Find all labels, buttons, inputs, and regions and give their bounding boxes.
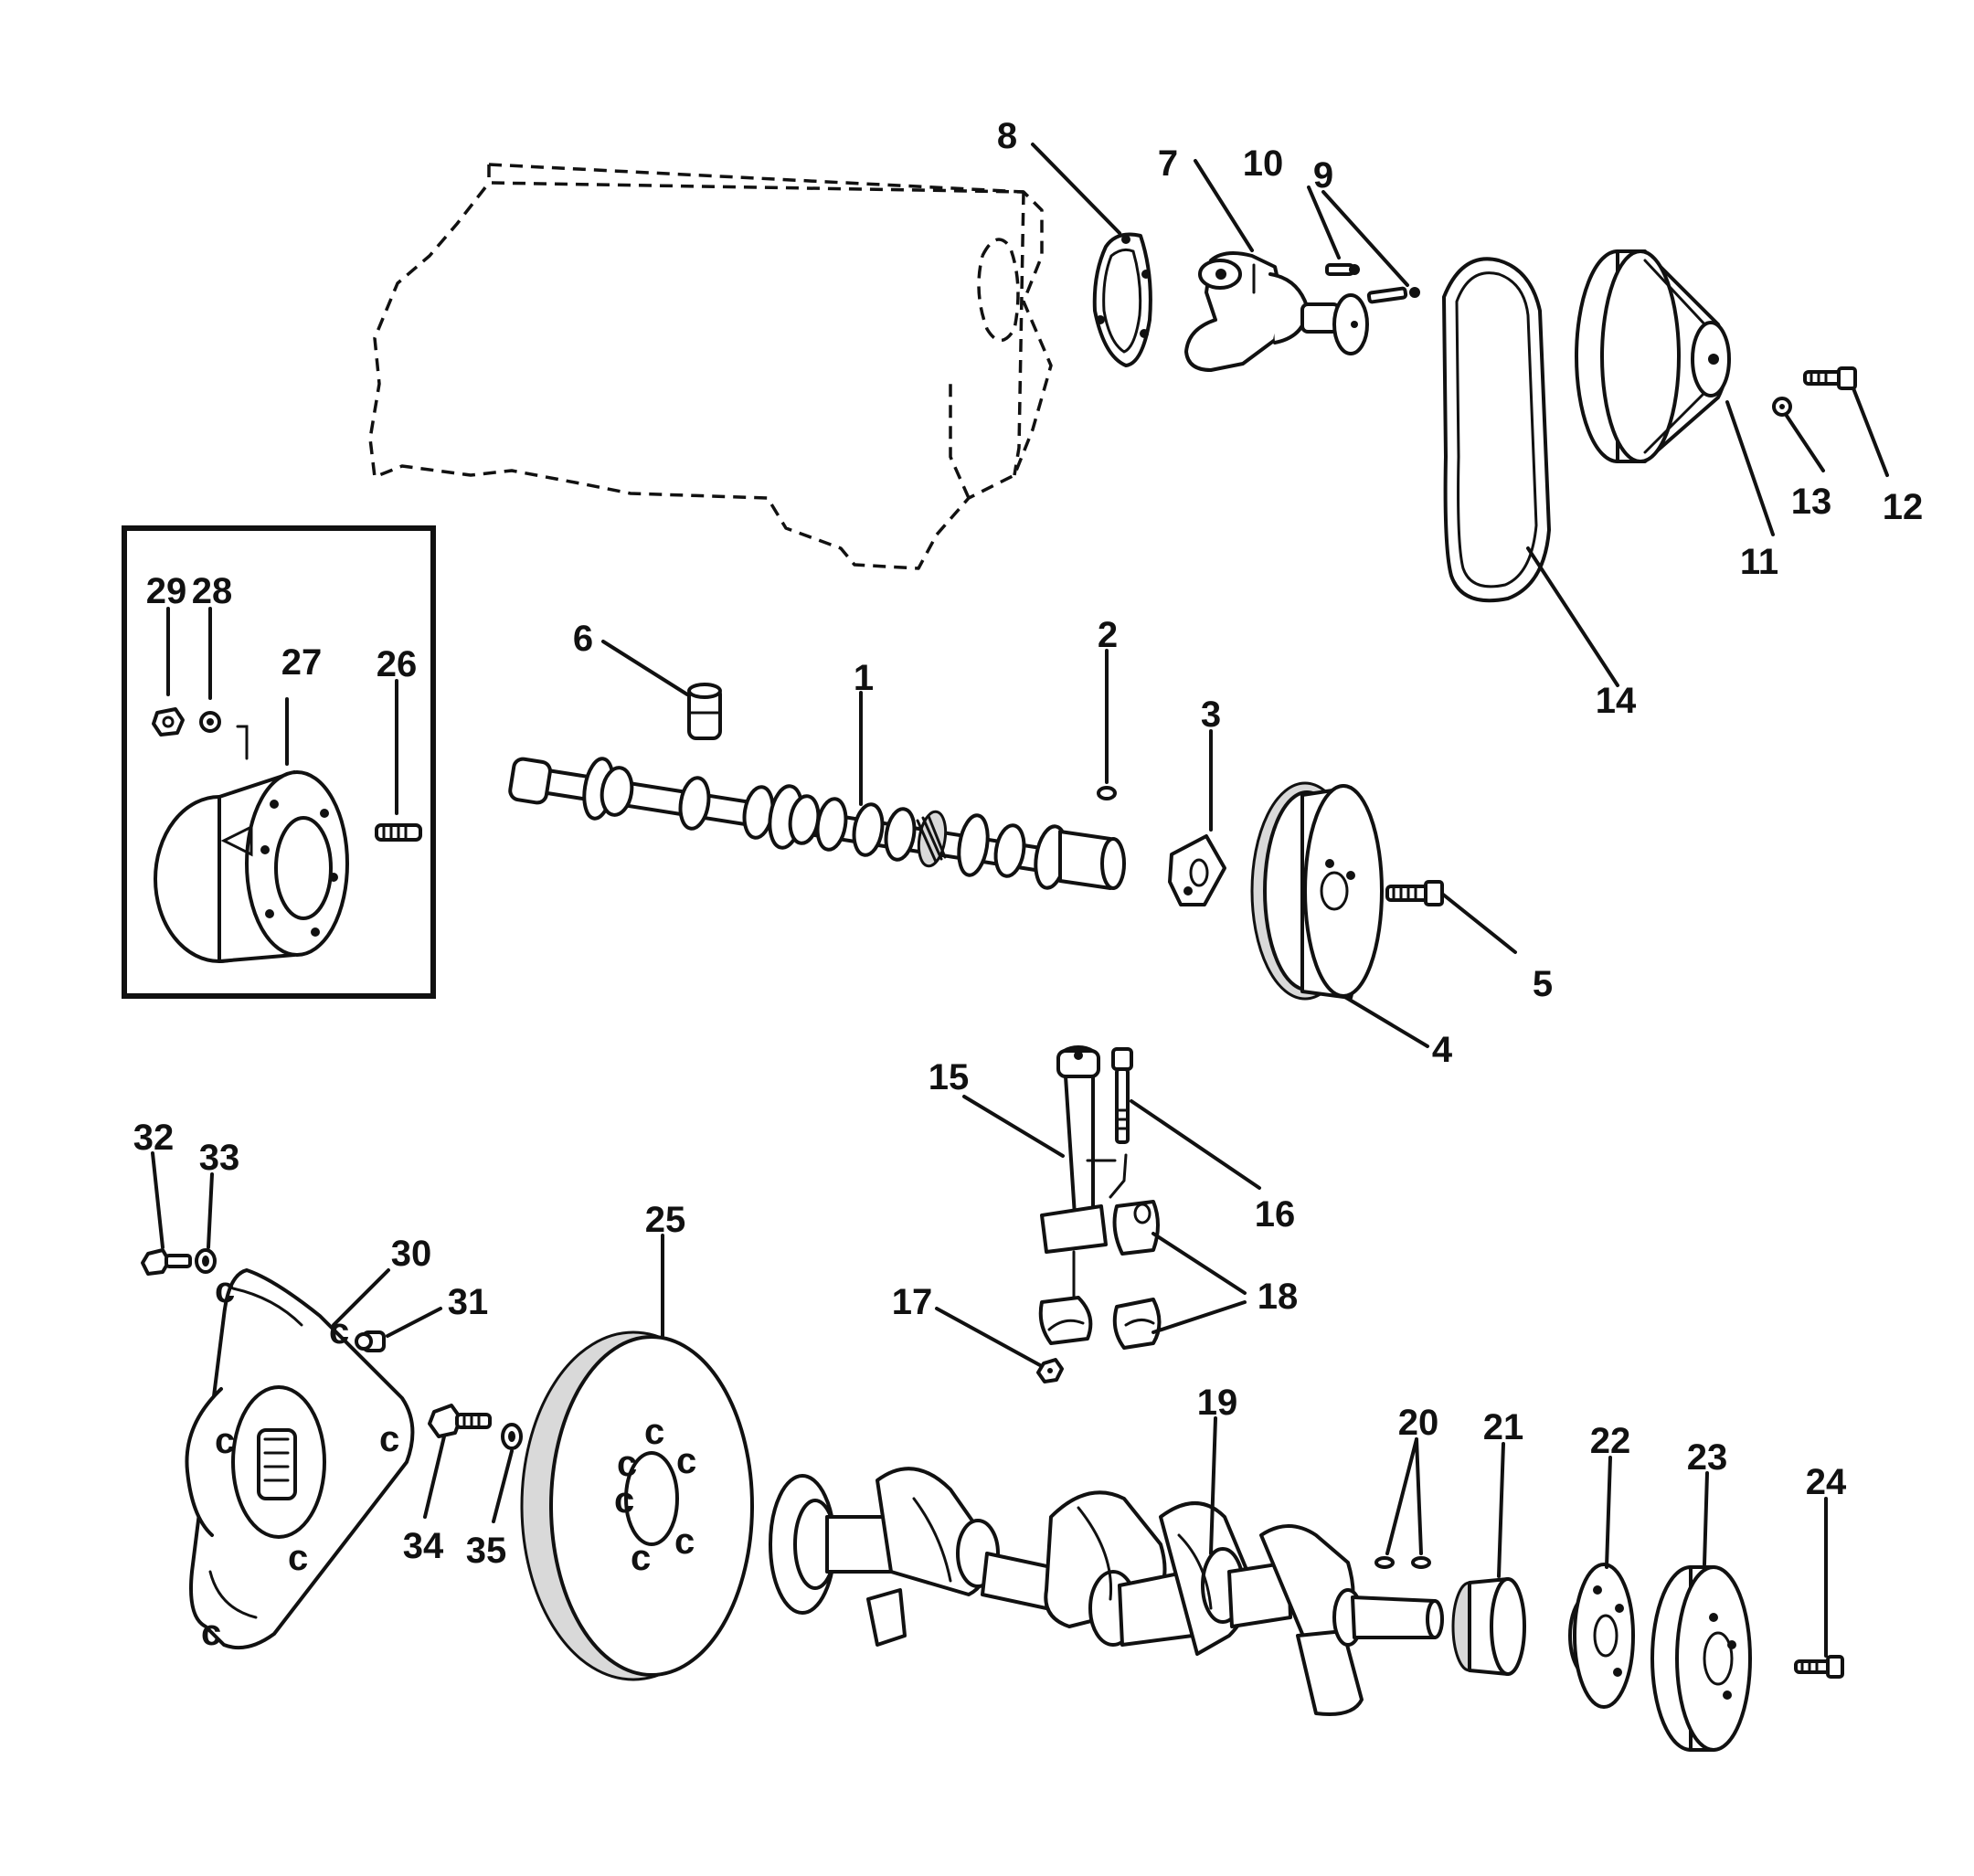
callout-6: 6	[573, 619, 593, 659]
svg-text:c: c	[288, 1538, 308, 1578]
callout-3: 3	[1201, 694, 1221, 735]
callout-34: 34	[403, 1526, 444, 1566]
bolt-9	[1366, 286, 1420, 304]
flywheel-25: c c c c c c	[520, 1330, 754, 1681]
bolt-12	[1803, 366, 1857, 390]
callout-27: 27	[281, 642, 323, 683]
bolt-32	[141, 1248, 192, 1276]
callout-33: 33	[199, 1138, 240, 1178]
rod-bolt-16	[1111, 1047, 1133, 1144]
flywheel-housing-plate-30: c c c c c c	[185, 1268, 415, 1653]
bearing-lower-18	[1112, 1298, 1162, 1350]
callout-labels: 1 2 3 4 5 6 7 8 9 10 11 12 13 14 15 16 1…	[133, 116, 1924, 1571]
callout-17: 17	[892, 1282, 933, 1322]
fan-belt-14	[1442, 257, 1551, 603]
callout-32: 32	[133, 1118, 175, 1158]
svg-text:c: c	[676, 1441, 696, 1481]
lockwasher-28	[199, 711, 221, 733]
crankshaft-pulley-23	[1650, 1565, 1752, 1752]
inset-detail-box	[122, 525, 436, 999]
callout-22: 22	[1590, 1421, 1631, 1461]
svg-text:c: c	[215, 1421, 235, 1461]
washer-33	[195, 1248, 217, 1274]
svg-text:c: c	[614, 1480, 634, 1521]
lifter-6	[687, 683, 722, 740]
stud-26	[375, 823, 422, 842]
svg-text:c: c	[674, 1521, 695, 1562]
callout-23: 23	[1687, 1437, 1728, 1478]
svg-text:c: c	[201, 1613, 221, 1653]
callout-11: 11	[1740, 542, 1778, 582]
svg-text:c: c	[215, 1270, 235, 1310]
nut-29	[152, 707, 185, 737]
callout-20: 20	[1398, 1403, 1439, 1443]
bolt-24	[1794, 1655, 1844, 1679]
crankshaft-gear-21	[1451, 1577, 1526, 1676]
callout-7: 7	[1158, 143, 1178, 184]
water-pump-pulley-11	[1575, 249, 1731, 463]
water-pump-7	[1184, 250, 1369, 372]
callout-5: 5	[1533, 964, 1553, 1004]
keys-20	[1374, 1556, 1431, 1569]
callout-16: 16	[1255, 1194, 1296, 1235]
nut-17	[1036, 1358, 1064, 1383]
callout-9: 9	[1313, 155, 1333, 196]
inset-hub-assembly	[154, 725, 349, 963]
svg-text:c: c	[644, 1412, 664, 1452]
callout-31: 31	[448, 1282, 489, 1322]
callout-1: 1	[854, 658, 874, 698]
callout-28: 28	[192, 571, 233, 611]
engine-block-outline	[368, 163, 1053, 570]
bolt-34	[428, 1404, 492, 1438]
camshaft-1	[508, 757, 1126, 890]
callout-21: 21	[1483, 1407, 1524, 1447]
callout-29: 29	[146, 571, 187, 611]
crankshaft-19	[769, 1467, 1444, 1716]
callout-2: 2	[1098, 615, 1118, 655]
camshaft-gear-4	[1250, 781, 1384, 1001]
callout-14: 14	[1596, 681, 1637, 721]
callout-26: 26	[377, 644, 418, 684]
callout-25: 25	[645, 1200, 686, 1240]
bolt-5	[1385, 880, 1444, 906]
thrust-plate-3	[1168, 834, 1226, 906]
washer-35	[501, 1423, 523, 1450]
bearing-upper-18	[1112, 1200, 1160, 1256]
water-pump-gasket-8	[1092, 232, 1152, 367]
svg-text:c: c	[329, 1311, 349, 1351]
crankshaft-hub-22	[1568, 1563, 1635, 1709]
callout-19: 19	[1197, 1383, 1238, 1423]
callout-24: 24	[1806, 1462, 1847, 1502]
svg-text:c: c	[379, 1419, 399, 1459]
callout-4: 4	[1432, 1030, 1453, 1070]
callout-15: 15	[929, 1057, 970, 1097]
dowel-31	[355, 1330, 386, 1352]
callout-8: 8	[997, 116, 1017, 156]
callout-13: 13	[1791, 482, 1832, 522]
svg-text:c: c	[631, 1538, 651, 1578]
callout-18: 18	[1258, 1277, 1299, 1317]
lockwasher-13	[1772, 397, 1792, 417]
connecting-rod-15	[1040, 1045, 1128, 1299]
callout-12: 12	[1883, 487, 1924, 527]
rod-cap	[1038, 1296, 1093, 1345]
screw-10	[1325, 263, 1360, 276]
key-2	[1097, 786, 1117, 800]
svg-text:c: c	[617, 1444, 637, 1484]
callout-30: 30	[391, 1234, 432, 1274]
callout-10: 10	[1243, 143, 1284, 184]
callout-35: 35	[466, 1531, 507, 1571]
